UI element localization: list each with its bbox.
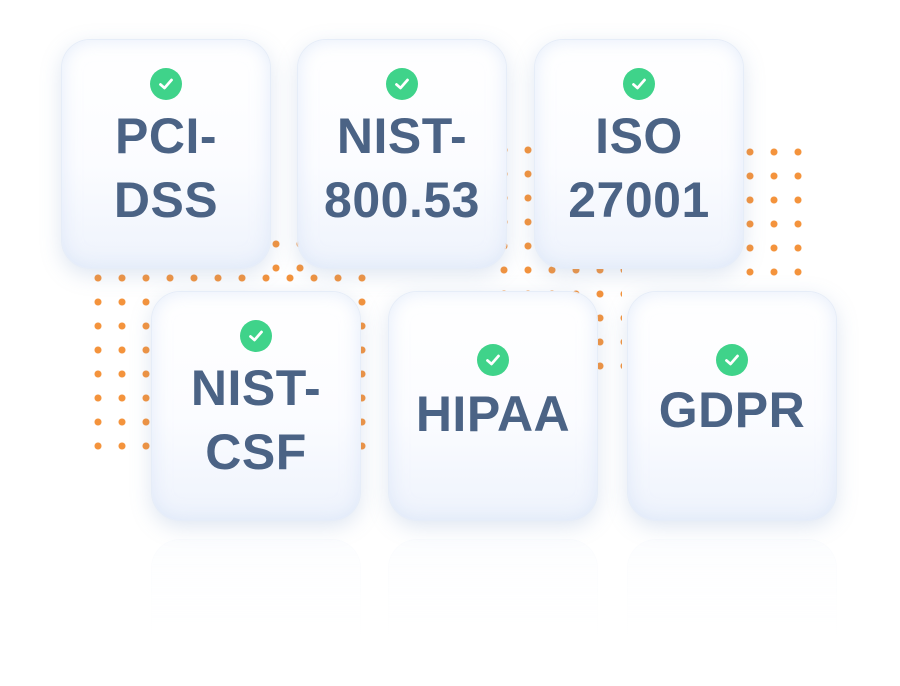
badge-label: HIPAA [415, 386, 571, 442]
badge-pci-dss: PCI- DSS [62, 40, 270, 268]
check-circle-icon [716, 344, 748, 376]
check-circle-icon [386, 68, 418, 100]
reflection-card [152, 540, 360, 660]
check-circle-icon [623, 68, 655, 100]
badge-label: ISO 27001 [568, 108, 710, 228]
check-circle-icon [477, 344, 509, 376]
badge-nist-csf: NIST- CSF [152, 292, 360, 520]
badge-hipaa: HIPAA [389, 292, 597, 520]
badge-gdpr: GDPR [628, 292, 836, 520]
dot-pattern [738, 140, 810, 280]
badge-label: NIST- CSF [190, 360, 322, 480]
badge-label: NIST- 800.53 [324, 108, 480, 228]
badge-label: PCI- DSS [113, 108, 219, 228]
dot-pattern [264, 232, 304, 272]
reflection-card [628, 540, 836, 660]
reflection-card [389, 540, 597, 660]
badge-label: GDPR [658, 382, 806, 438]
check-circle-icon [150, 68, 182, 100]
card-reflection [150, 530, 840, 660]
check-circle-icon [240, 320, 272, 352]
badge-nist-800-53: NIST- 800.53 [298, 40, 506, 268]
badge-iso-27001: ISO 27001 [535, 40, 743, 268]
